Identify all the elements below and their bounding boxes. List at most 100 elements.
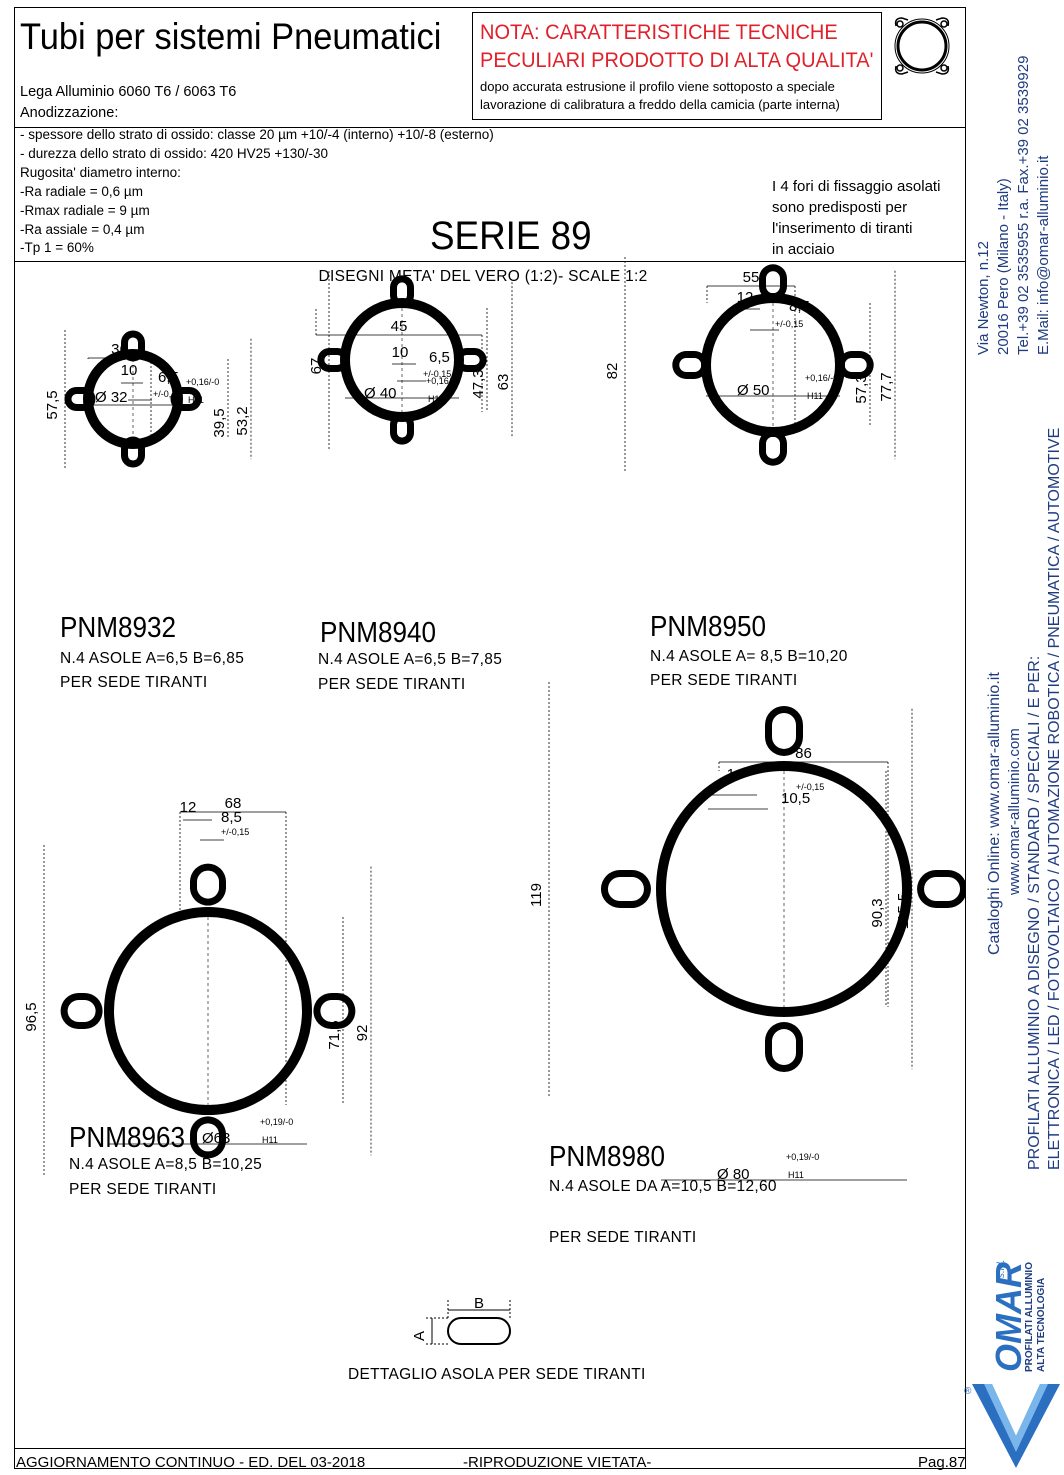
note-text: dopo accurata estrusione il profilo vien… — [480, 79, 835, 94]
tolerance-label: +/-0,15 — [221, 827, 249, 837]
technical-drawings: 36 10 6,5 +/-0,15 57,5 39,5 53,2 Ø 32 +0,16/-0H1… — [23, 257, 966, 1345]
tolerance-label: H11 — [807, 391, 823, 401]
product-asole: N.4 ASOLE A=6,5 B=6,85 — [60, 650, 245, 667]
tube-wall — [656, 761, 912, 1017]
tolerance-label: +/-0,15 — [796, 782, 824, 792]
tolerance-label: +0,16/-0 — [186, 377, 219, 387]
slot-a-label: A — [411, 1331, 428, 1341]
dimension-label: 57,5 — [44, 390, 61, 419]
spec-line: - durezza dello strato di ossido: 420 HV… — [20, 146, 329, 161]
slot-hole — [844, 358, 867, 372]
footer-edition: AGGIORNAMENTO CONTINUO - ED. DEL 03-2018 — [16, 1454, 366, 1471]
dimension-label: 77,7 — [878, 372, 895, 401]
slot-hole — [324, 355, 343, 365]
product-code: PNM8940 — [320, 617, 437, 649]
product-sede: PER SEDE TIRANTI — [318, 676, 466, 693]
spec-line: -Ra radiale = 0,6 µm — [20, 184, 143, 199]
page-number: Pag.87 — [918, 1454, 966, 1471]
slot-hole — [772, 1029, 796, 1066]
product-asole: N.4 ASOLE DA A=10,5 B=12,60 — [549, 1178, 777, 1195]
registered-mark: ® — [964, 1386, 972, 1397]
slot-hole — [607, 877, 644, 901]
note-box — [472, 12, 882, 120]
header-divider — [14, 127, 966, 128]
dimension-label: 45 — [391, 318, 408, 335]
product-sede: PER SEDE TIRANTI — [69, 1181, 217, 1198]
dimension-label: 92 — [354, 1025, 371, 1042]
dimension-label: Ø 40 — [364, 385, 397, 402]
tolerance-label: +0,16/-0 — [426, 376, 459, 386]
dimension-label: 115,5 — [895, 893, 912, 929]
note-title: NOTA: CARATTERISTICHE TECNICHE — [480, 20, 838, 44]
holes-note: in acciaio — [772, 241, 835, 258]
catalog-line: ELETTRONICA / LED / FOTOVOLTAICO / AUTOM… — [1046, 427, 1063, 1170]
slot-detail: B A — [411, 1295, 511, 1345]
catalog-line: PROFILATI ALLUMINIO A DISEGNO / STANDARD… — [1026, 655, 1043, 1170]
tolerance-label: +0,16/-0 — [805, 373, 838, 383]
product-asole: N.4 ASOLE A=8,5 B=10,25 — [69, 1156, 263, 1173]
note-text: lavorazione di calibratura a freddo dell… — [480, 97, 840, 112]
product-code: PNM8932 — [60, 612, 177, 644]
slot-hole — [766, 271, 780, 294]
slot-hole — [924, 877, 961, 901]
dimension-label: 82 — [604, 363, 621, 380]
slot-hole — [397, 282, 407, 301]
holes-note: sono predisposti per — [772, 199, 908, 216]
tube-profile-icon — [894, 17, 950, 75]
holes-note: I 4 fori di fissaggio asolati — [772, 178, 941, 195]
dimension-label: 8,5 — [221, 809, 242, 826]
dimension-label: Ø63 — [202, 1130, 230, 1147]
dimension-label: 71,5 — [326, 1020, 343, 1049]
slot-hole — [679, 358, 702, 372]
dimension-label: 53,2 — [234, 406, 251, 435]
product-sede: PER SEDE TIRANTI — [60, 674, 208, 691]
dimension-label: 6,5 — [429, 349, 450, 366]
tolerance-label: +/-0,15 — [423, 369, 451, 379]
series-title: SERIE 89 — [430, 214, 592, 258]
tolerance-label: H11 — [188, 395, 204, 405]
product-sede: PER SEDE TIRANTI — [549, 1229, 697, 1246]
footer-divider — [14, 1448, 966, 1449]
page-frame — [14, 7, 966, 1469]
dimension-label: 90,3 — [869, 898, 886, 927]
spec-line: Anodizzazione: — [20, 105, 119, 121]
tolerance-label: +0,19/-0 — [260, 1117, 293, 1127]
dimension-label: 55 — [743, 269, 760, 286]
tolerance-label: H11 — [788, 1170, 804, 1180]
footer-copyright: -RIPRODUZIONE VIETATA- — [463, 1454, 652, 1471]
omar-logo-icon — [972, 1384, 1060, 1468]
tube-wall — [701, 293, 845, 437]
tube-wall — [83, 349, 183, 449]
dimension-label: 119 — [528, 883, 545, 907]
catalog-line: Cataloghi Online: www.omar-alluminio.it — [986, 672, 1003, 955]
dimension-label: 36 — [111, 341, 128, 358]
product-asole: N.4 ASOLE A=6,5 B=7,85 — [318, 651, 503, 668]
dimension-label: 14 — [727, 766, 744, 783]
product-sede: PER SEDE TIRANTI — [650, 672, 798, 689]
product-asole: N.4 ASOLE A= 8,5 B=10,20 — [650, 648, 848, 665]
dimension-label: 57,3 — [853, 374, 870, 403]
dimension-label: Ø 50 — [737, 382, 770, 399]
address-line: Via Newton, n.12 — [975, 241, 992, 355]
dimension-label: 86 — [795, 745, 812, 762]
note-title: PECULIARI PRODOTTO DI ALTA QUALITA' — [480, 48, 874, 72]
slot-hole — [67, 1000, 96, 1022]
tube-wall — [340, 298, 464, 422]
dimension-label: 67 — [308, 358, 325, 375]
slot-hole — [397, 419, 407, 438]
tolerance-label: +0,19/-0 — [786, 1152, 819, 1162]
dimension-label: 39,5 — [211, 408, 228, 437]
spec-line: - spessore dello strato di ossido: class… — [20, 127, 494, 142]
catalog-line: www.omar-alluminio.com — [1006, 728, 1023, 895]
product-code: PNM8963 — [69, 1122, 186, 1154]
spec-line: Lega Alluminio 6060 T6 / 6063 T6 — [20, 84, 237, 100]
dimension-label: 96,5 — [23, 1002, 40, 1031]
dimension-label: 8,5 — [789, 298, 810, 315]
tolerance-label: +/-0,15 — [775, 319, 803, 329]
spec-line: -Ra assiale = 0,4 µm — [20, 222, 145, 237]
dimension-label: 10 — [121, 362, 138, 379]
logo-suffix: s.r.l. — [996, 1259, 1007, 1278]
dimension-label: Ø 32 — [95, 389, 128, 406]
dimension-label: 10,5 — [781, 790, 810, 807]
slot-hole — [461, 355, 480, 365]
